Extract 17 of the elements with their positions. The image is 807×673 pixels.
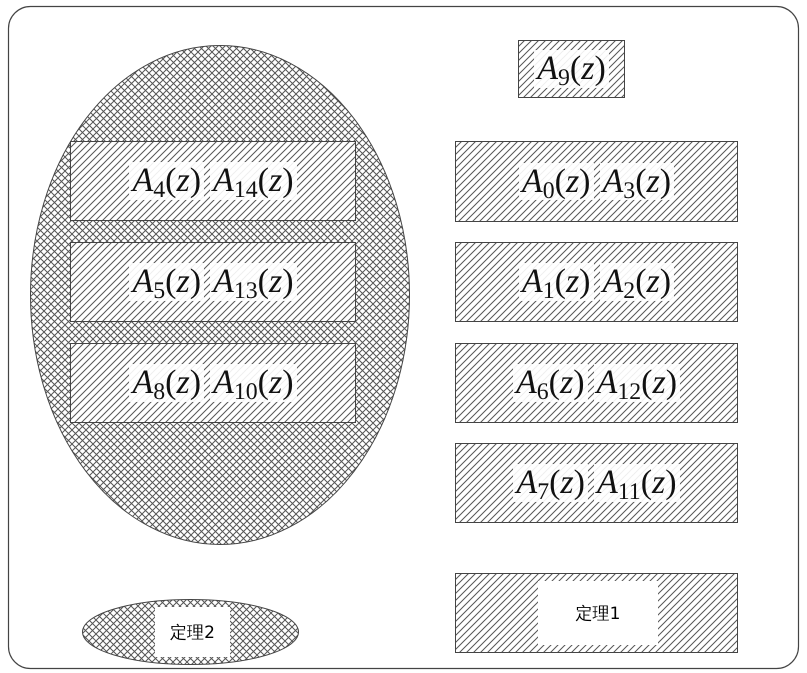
math-label: A$_{13}$(z) (210, 263, 297, 301)
math-label: A$_{12}$(z) (594, 364, 680, 402)
legend-label: 定理1 (538, 581, 658, 645)
math-label: A$_{3}$(z) (600, 162, 674, 200)
math-label: A$_{7}$(z) (513, 464, 588, 502)
math-label: A$_{5}$(z) (129, 263, 204, 301)
math-label: A$_{4}$(z) (129, 162, 204, 200)
math-label: A$_{2}$(z) (600, 263, 674, 301)
math-label: A$_{11}$(z) (594, 464, 680, 502)
math-label: A$_{6}$(z) (512, 364, 588, 402)
math-label: A$_{8}$(z) (129, 364, 204, 402)
math-label: A$_{0}$(z) (518, 162, 594, 200)
legend-label: 定理2 (155, 607, 230, 657)
math-label: A$_{9}$(z) (534, 50, 609, 88)
math-label: A$_{1}$(z) (518, 263, 594, 301)
math-label: A$_{10}$(z) (210, 364, 297, 402)
math-label: A$_{14}$(z) (210, 162, 297, 200)
